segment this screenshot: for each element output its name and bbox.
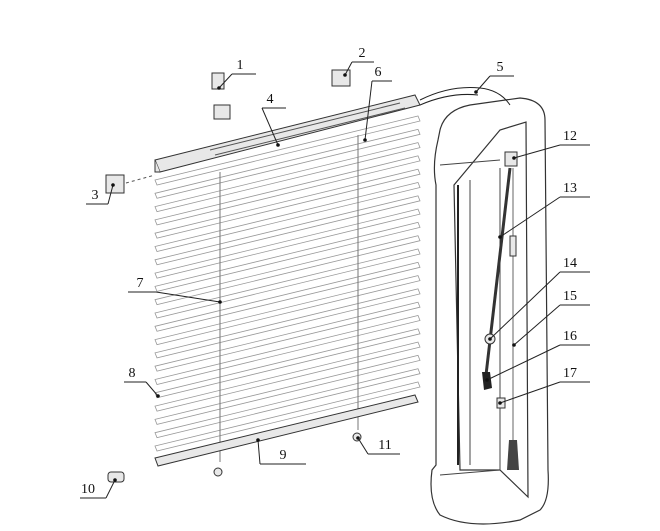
leader-line bbox=[475, 75, 491, 93]
slat bbox=[154, 381, 421, 452]
callout-number: 13 bbox=[563, 181, 577, 196]
callout-number: 9 bbox=[280, 448, 287, 463]
leader-line bbox=[145, 381, 159, 397]
callout-10: 10 bbox=[80, 478, 117, 499]
tilt-mechanism-bracket bbox=[504, 151, 518, 167]
leader-line bbox=[261, 107, 279, 146]
callout-number: 4 bbox=[267, 92, 274, 107]
leader-line bbox=[499, 381, 561, 404]
callout-number: 6 bbox=[375, 65, 382, 80]
callout-number: 8 bbox=[129, 366, 136, 381]
bracket-2 bbox=[331, 69, 351, 87]
slat bbox=[154, 168, 421, 239]
callout-number: 17 bbox=[563, 366, 577, 381]
callout-11: 11 bbox=[356, 436, 400, 455]
callout-number: 5 bbox=[497, 60, 504, 75]
slat bbox=[154, 182, 421, 252]
slat bbox=[154, 315, 421, 385]
slat bbox=[154, 128, 421, 199]
slat bbox=[154, 368, 421, 439]
callout-5: 5 bbox=[474, 60, 514, 94]
callout-3: 3 bbox=[86, 183, 115, 205]
slat bbox=[154, 341, 421, 412]
callout-number: 7 bbox=[137, 276, 144, 291]
slat bbox=[154, 195, 421, 266]
callout-number: 16 bbox=[563, 329, 577, 344]
slat bbox=[154, 261, 421, 332]
callout-13: 13 bbox=[498, 181, 590, 239]
slat bbox=[154, 142, 421, 213]
slat bbox=[154, 208, 421, 279]
leader-line bbox=[344, 61, 353, 76]
leader-line bbox=[499, 196, 561, 238]
callout-number: 15 bbox=[563, 289, 577, 304]
callout-1: 1 bbox=[217, 58, 256, 90]
leader-line bbox=[513, 144, 561, 159]
slat bbox=[154, 301, 421, 372]
callout-14: 14 bbox=[488, 256, 590, 341]
leader-line bbox=[364, 80, 373, 141]
callout-2: 2 bbox=[343, 46, 374, 77]
leader-line bbox=[107, 184, 114, 205]
leader-line bbox=[105, 479, 116, 499]
callout-17: 17 bbox=[498, 366, 590, 405]
callout-15: 15 bbox=[512, 289, 590, 347]
callout-number: 12 bbox=[563, 129, 577, 144]
leader-line bbox=[155, 291, 221, 303]
leader-line bbox=[218, 73, 233, 89]
callout-number: 11 bbox=[378, 438, 391, 453]
leader-line bbox=[513, 304, 561, 346]
slat bbox=[154, 155, 421, 226]
callout-number: 14 bbox=[563, 256, 577, 271]
slats bbox=[154, 115, 421, 452]
callout-number: 1 bbox=[237, 58, 244, 73]
callout-number: 3 bbox=[92, 188, 99, 203]
hold-down-bracket bbox=[107, 471, 125, 483]
slat bbox=[154, 275, 421, 346]
leader-line bbox=[486, 344, 561, 381]
callout-number: 2 bbox=[359, 46, 366, 61]
slat bbox=[154, 354, 421, 425]
cord-stop-left bbox=[213, 467, 223, 477]
callout-9: 9 bbox=[256, 438, 306, 465]
end-cap bbox=[105, 174, 125, 194]
window-frame bbox=[419, 87, 549, 525]
callout-7: 7 bbox=[128, 276, 222, 304]
slat bbox=[154, 288, 421, 359]
leader-line bbox=[489, 271, 561, 340]
slat bbox=[154, 235, 421, 306]
callout-16: 16 bbox=[485, 329, 590, 382]
headrail bbox=[154, 94, 421, 173]
bottom-rail bbox=[154, 394, 419, 467]
leader-line bbox=[257, 439, 261, 465]
callout-12: 12 bbox=[512, 129, 590, 160]
slat bbox=[154, 221, 421, 292]
callout-4: 4 bbox=[261, 92, 286, 147]
leader-line bbox=[357, 437, 369, 455]
slat bbox=[154, 115, 421, 186]
callout-8: 8 bbox=[124, 366, 160, 398]
bracket-1-lower bbox=[213, 104, 231, 120]
callout-6: 6 bbox=[363, 65, 392, 142]
cord-tassel bbox=[507, 440, 519, 470]
callout-number: 10 bbox=[81, 482, 95, 497]
